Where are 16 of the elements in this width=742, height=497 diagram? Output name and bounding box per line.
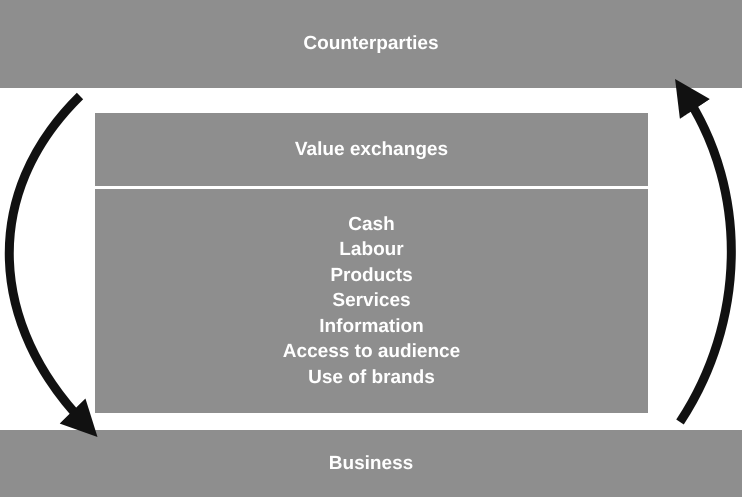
curved-arrow <box>676 78 736 424</box>
band-text: Value exchanges <box>294 138 448 162</box>
band-text: Access to audience <box>282 340 460 364</box>
band-text: Information <box>319 314 424 339</box>
band-text: Business <box>328 452 414 476</box>
curved-arrow <box>4 92 97 438</box>
band-text: Products <box>330 264 413 288</box>
band-text: Labour <box>339 238 404 262</box>
band-text: Services <box>332 289 411 314</box>
label-band <box>95 113 648 186</box>
band-text: Use of brands <box>308 366 435 390</box>
label-band <box>0 0 742 88</box>
label-band <box>0 430 742 497</box>
band-text: Counterparties <box>303 32 439 56</box>
band-text: Cash <box>348 212 395 237</box>
label-band <box>95 189 648 413</box>
